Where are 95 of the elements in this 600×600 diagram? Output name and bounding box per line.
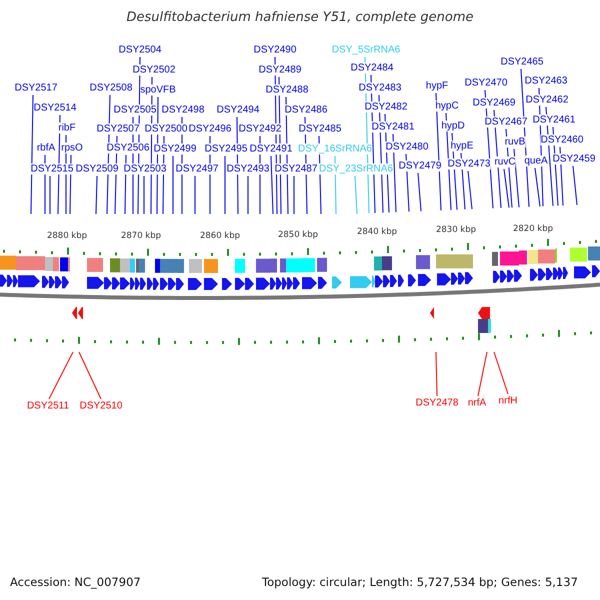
gene-label: DSY2486 <box>284 104 328 116</box>
gene-label: DSY2490 <box>254 44 296 56</box>
gene-label: DSY2494 <box>216 104 260 116</box>
leader-line <box>520 68 530 208</box>
leader-line <box>534 168 540 207</box>
gene-label: DSY2497 <box>176 164 218 174</box>
gene-label: DSY2459 <box>552 154 596 164</box>
gene-label: nrfH <box>498 396 518 406</box>
leader-line <box>506 128 512 208</box>
gene-label: DSY2463 <box>524 76 568 86</box>
gene-label: DSY2473 <box>448 158 490 170</box>
scale-label: 2820 kbp <box>512 224 554 234</box>
gene-label: DSY2504 <box>118 44 162 56</box>
gene-label: DSY2509 <box>76 164 118 174</box>
gene-label: DSY2465 <box>500 56 544 68</box>
gene-label: hypD <box>441 120 465 132</box>
scale-label: 2880 kbp <box>46 231 88 241</box>
gene-label: DSY2502 <box>132 64 176 76</box>
scale-label: 2850 kbp <box>278 230 318 240</box>
gene-label: DSY_16SrRNA6 <box>298 144 372 154</box>
gene-label: DSY2495 <box>204 144 248 154</box>
leader-line <box>270 156 274 214</box>
footer-text: Topology: circular; Length: 5,727,534 bp; Genes: 5,137 <box>262 575 578 589</box>
gene-label: DSY2515 <box>30 164 74 174</box>
gene-label: ruvC <box>494 156 516 168</box>
gene-label: rbfA <box>36 142 56 154</box>
gene-label: DSY_5SrRNA6 <box>332 44 400 56</box>
leader-line <box>78 352 102 400</box>
leader-line <box>392 134 396 213</box>
leader-line <box>468 170 472 210</box>
gene-label: DSY2510 <box>80 400 122 412</box>
gene-label: DSY2470 <box>464 78 508 88</box>
gene-label: DSY2488 <box>266 84 308 96</box>
gene-label: DSY2484 <box>350 62 394 74</box>
gene-label: DSY2514 <box>34 102 76 114</box>
gene-label: DSY2498 <box>162 104 204 116</box>
gene-label: hypC <box>435 100 459 112</box>
gene-label: hypF <box>426 80 448 92</box>
leader-line <box>194 176 196 214</box>
gene-label: DSY2479 <box>398 160 442 172</box>
gene-label: DSY2507 <box>96 124 140 134</box>
scale-label: 2840 kbp <box>356 227 398 237</box>
gene-label: DSY2480 <box>386 142 428 152</box>
gene-label: DSY2461 <box>532 114 576 126</box>
gene-label: nrfA <box>468 398 486 408</box>
gene-label: ribF <box>58 122 76 134</box>
footer-text: Accession: NC_007907 <box>10 575 141 589</box>
gene-label: hypE <box>450 140 474 152</box>
gene-label: queA <box>524 156 548 166</box>
leader-line <box>494 352 508 394</box>
gene-label: DSY2511 <box>26 400 70 412</box>
gene-label: DSY2467 <box>484 116 528 128</box>
gene-label: DSY2503 <box>124 164 166 174</box>
gene-label: DSY2489 <box>258 64 302 76</box>
gene-label: DSY2478 <box>416 398 458 408</box>
scale-label: 2860 kbp <box>200 231 240 241</box>
gene-label: DSY2496 <box>188 124 232 134</box>
leader-line <box>48 352 74 400</box>
gene-label: ruvB <box>504 136 526 148</box>
gene-label: DSY2481 <box>372 122 414 132</box>
leader-line <box>446 112 452 210</box>
gene-label: DSY2460 <box>540 134 584 146</box>
leader-line <box>172 156 174 214</box>
gene-label: DSY2483 <box>358 82 402 94</box>
scale-label: 2870 kbp <box>120 231 162 241</box>
gene-label: DSY2469 <box>472 98 516 108</box>
gene-label: DSY2482 <box>364 102 408 112</box>
gene-label: rpsO <box>61 142 83 154</box>
leader-line <box>418 172 422 212</box>
gene-label: DSY2505 <box>114 104 156 116</box>
gene-label: DSY2500 <box>144 124 188 134</box>
map-title: Desulfitobacterium hafniense Y51, complete genome <box>125 10 474 25</box>
gene-label: DSY2517 <box>14 82 58 94</box>
leader-line <box>572 166 578 206</box>
gene-label: DSY2487 <box>274 164 318 174</box>
gene-label: DSY_23SrRNA6 <box>319 164 393 174</box>
leader-line <box>96 176 98 214</box>
leader-line <box>224 156 226 214</box>
gene-label: DSY2493 <box>226 164 270 174</box>
scale-label: 2830 kbp <box>436 225 476 235</box>
gene-label: DSY2499 <box>154 144 196 154</box>
leader-line <box>514 148 520 208</box>
gene-label: DSY2462 <box>526 94 568 106</box>
leader-line <box>436 352 438 396</box>
gene-label: DSY2492 <box>238 124 282 134</box>
leader-line <box>354 176 358 214</box>
gene-label: DSY2508 <box>90 82 132 94</box>
leader-line <box>494 110 502 208</box>
gene-label: spoVFB <box>140 84 176 96</box>
leader-line <box>504 168 510 208</box>
gene-label: DSY2491 <box>250 144 292 154</box>
gene-label: DSY2485 <box>298 124 342 134</box>
leader-line <box>30 94 34 214</box>
leader-line <box>478 352 488 396</box>
gene-label: DSY2506 <box>106 142 150 154</box>
